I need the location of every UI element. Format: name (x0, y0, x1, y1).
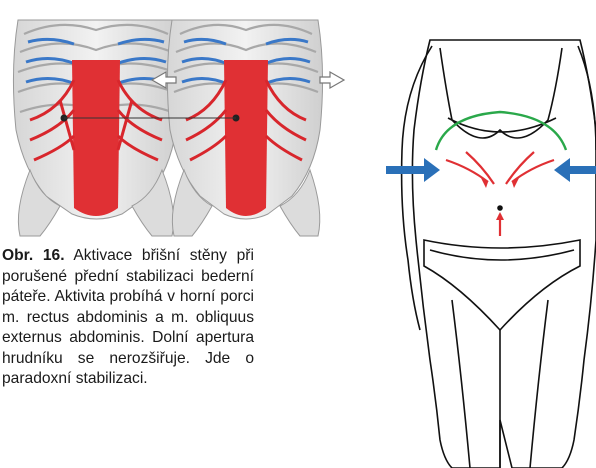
figure-caption-text: Aktivace břišní stěny při porušené předn… (2, 247, 254, 387)
figure-label: Obr. 16. (2, 247, 65, 264)
abdominal-wall-activation (402, 40, 596, 468)
torso-muscles-front-view (13, 20, 178, 236)
figure-caption: Obr. 16. Aktivace břišní stěny při poruš… (2, 246, 254, 390)
